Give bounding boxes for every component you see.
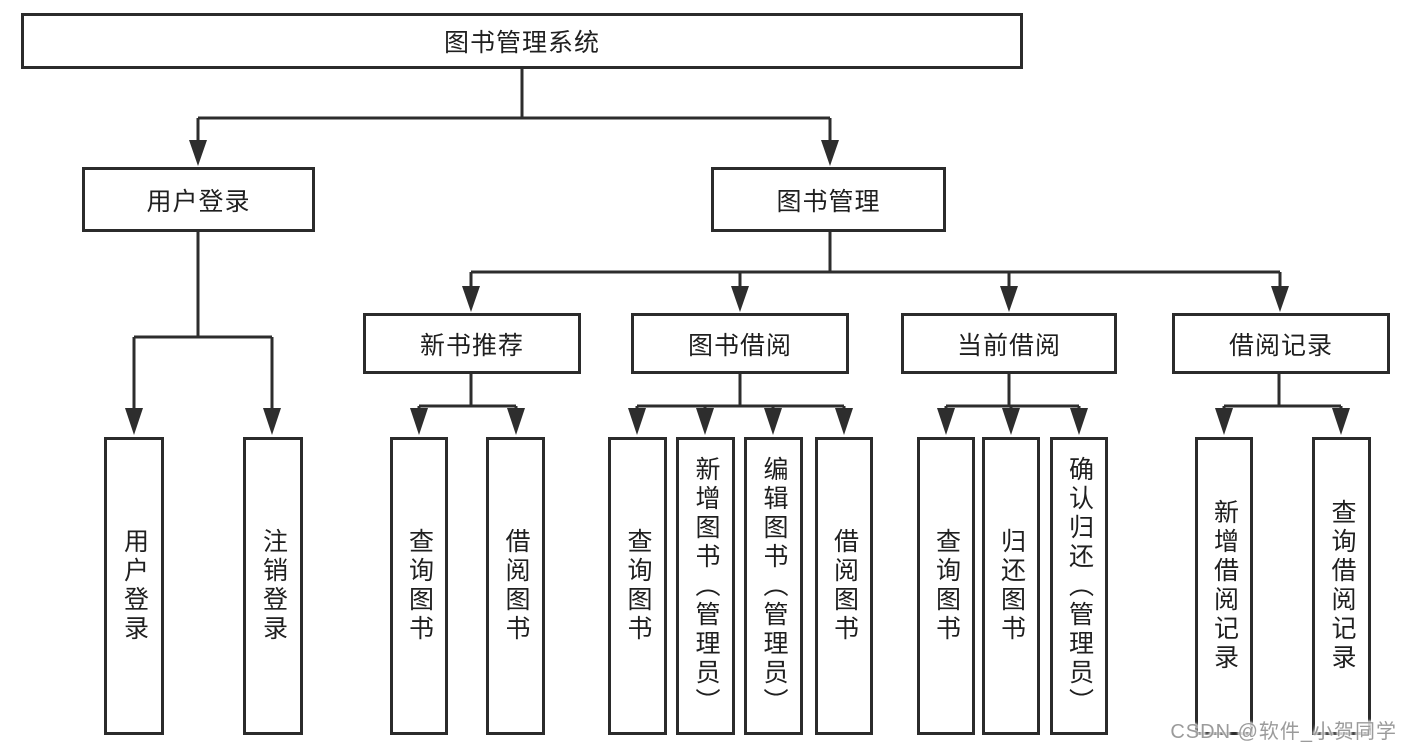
leaf-borrow-edit-admin: 编辑图书（管理员） — [744, 437, 803, 735]
leaf-borrow-borrow-label: 借阅图书 — [830, 528, 859, 644]
node-borrow-records-label: 借阅记录 — [1228, 331, 1333, 360]
leaf-newbook-query-label: 查询图书 — [405, 528, 434, 644]
leaf-newbook-query: 查询图书 — [390, 437, 448, 735]
node-book-borrow: 图书借阅 — [631, 313, 849, 374]
leaf-current-return-label: 归还图书 — [997, 528, 1026, 644]
leaf-record-query: 查询借阅记录 — [1312, 437, 1371, 735]
leaf-current-confirm-admin: 确认归还（管理员） — [1050, 437, 1108, 735]
leaf-record-query-label: 查询借阅记录 — [1328, 499, 1356, 673]
leaf-current-return: 归还图书 — [982, 437, 1040, 735]
leaf-user-login-label: 用户登录 — [120, 528, 149, 644]
node-current-borrow-label: 当前借阅 — [956, 331, 1061, 360]
leaf-borrow-query: 查询图书 — [608, 437, 667, 735]
leaf-borrow-borrow: 借阅图书 — [815, 437, 873, 735]
connector-book-mgmt-sections — [462, 232, 1289, 312]
node-current-borrow: 当前借阅 — [901, 313, 1117, 374]
leaf-user-login: 用户登录 — [104, 437, 164, 735]
leaf-logout-label: 注销登录 — [259, 528, 288, 644]
node-book-management-label: 图书管理 — [776, 187, 881, 216]
node-new-book-recommend: 新书推荐 — [363, 313, 581, 374]
node-borrow-records: 借阅记录 — [1172, 313, 1390, 374]
leaf-newbook-borrow-label: 借阅图书 — [502, 528, 530, 644]
node-user-login: 用户登录 — [82, 167, 315, 232]
leaf-borrow-edit-admin-label: 编辑图书（管理员） — [760, 455, 788, 717]
leaf-record-add: 新增借阅记录 — [1195, 437, 1253, 735]
csdn-watermark: CSDN @软件_小贺同学 — [1170, 721, 1397, 743]
node-root-system-label: 图书管理系统 — [443, 29, 600, 57]
connector-current-borrow-children — [937, 374, 1088, 435]
connector-new-book-children — [410, 374, 525, 435]
leaf-newbook-borrow: 借阅图书 — [486, 437, 545, 735]
leaf-record-add-label: 新增借阅记录 — [1210, 499, 1239, 673]
connector-book-borrow-children — [628, 374, 853, 435]
connector-borrow-records-children — [1215, 374, 1350, 435]
node-user-login-label: 用户登录 — [146, 187, 251, 216]
node-book-management: 图书管理 — [711, 167, 946, 232]
node-root-system: 图书管理系统 — [21, 13, 1023, 69]
leaf-current-confirm-admin-label: 确认归还（管理员） — [1065, 455, 1094, 717]
leaf-borrow-add-admin: 新增图书（管理员） — [676, 437, 735, 735]
leaf-borrow-query-label: 查询图书 — [624, 528, 652, 644]
leaf-current-query-label: 查询图书 — [932, 528, 961, 644]
node-new-book-recommend-label: 新书推荐 — [419, 331, 524, 360]
leaf-borrow-add-admin-label: 新增图书（管理员） — [692, 455, 720, 717]
node-book-borrow-label: 图书借阅 — [687, 331, 792, 360]
leaf-logout: 注销登录 — [243, 437, 303, 735]
connector-user-login-children — [125, 232, 281, 435]
connector-root-to-level2 — [189, 69, 839, 166]
leaf-current-query: 查询图书 — [917, 437, 975, 735]
